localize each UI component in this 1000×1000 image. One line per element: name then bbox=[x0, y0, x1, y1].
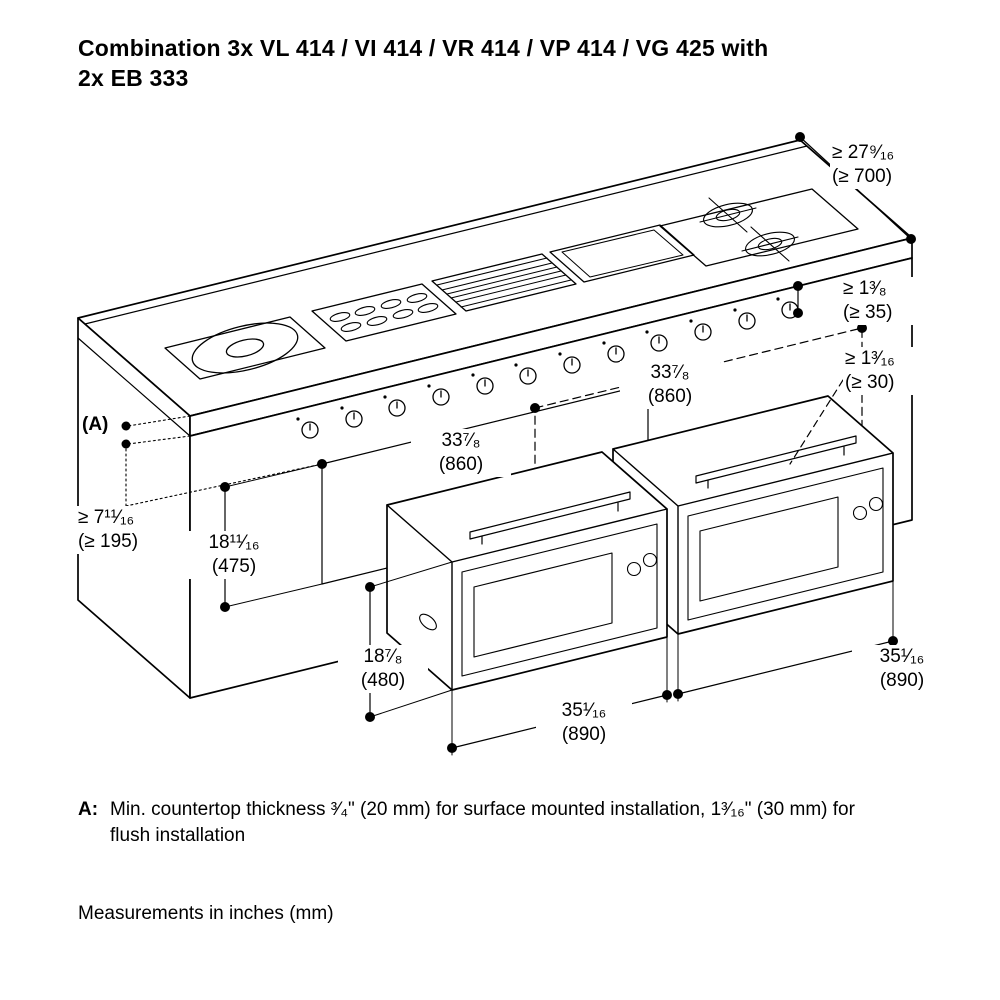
module-wok bbox=[164, 316, 326, 380]
drawer-control-knob bbox=[626, 561, 642, 577]
dim-drawer-width-left: 35¹⁄₁₆ (890) bbox=[536, 699, 632, 747]
cooktop-modules bbox=[164, 188, 859, 380]
dim-flush-clearance: ≥ 1³⁄₁₆ (≥ 30) bbox=[843, 347, 942, 395]
dim-cutout-height: 18¹¹⁄₁₆ (475) bbox=[184, 531, 284, 579]
drawer-control-knob bbox=[868, 496, 884, 512]
footnote-a-text: Min. countertop thickness ³⁄₄" (20 mm) f… bbox=[110, 799, 855, 846]
control-knobs bbox=[296, 297, 799, 439]
dim-cutout-width-left: 33⁷⁄₈ (860) bbox=[411, 429, 511, 477]
dim-drawer-width-right: 35¹⁄₁₆ (890) bbox=[852, 645, 952, 693]
dimension-lines bbox=[121, 132, 916, 756]
drawer-handle bbox=[469, 491, 631, 540]
marker-a-label: (A) bbox=[80, 414, 111, 436]
module-grill bbox=[311, 283, 457, 342]
dim-knob-clearance: ≥ 1³⁄₈ (≥ 35) bbox=[841, 277, 925, 325]
footnote-a: A: Min. countertop thickness ³⁄₄" (20 mm… bbox=[78, 797, 878, 849]
drawer-side-slot bbox=[419, 613, 437, 631]
drawer-control-knob bbox=[852, 505, 868, 521]
drawer-control-knob bbox=[642, 552, 658, 568]
dim-cutout-width-right: 33⁷⁄₈ (860) bbox=[620, 361, 720, 409]
footnote-a-label: A: bbox=[78, 799, 99, 820]
dim-niche-height: 18⁷⁄₈ (480) bbox=[338, 645, 428, 693]
drawer-right bbox=[612, 395, 894, 635]
dim-min-depth-below: ≥ 7¹¹⁄₁₆ (≥ 195) bbox=[76, 506, 175, 554]
page-title: Combination 3x VL 414 / VI 414 / VR 414 … bbox=[78, 35, 769, 91]
drawer-handle bbox=[695, 435, 857, 484]
dim-counter-depth: ≥ 27⁹⁄₁₆ (≥ 700) bbox=[830, 141, 944, 189]
module-gas-burners bbox=[659, 188, 859, 267]
drawer-left bbox=[386, 451, 668, 691]
module-griddle bbox=[431, 253, 577, 312]
units-note: Measurements in inches (mm) bbox=[78, 903, 334, 924]
